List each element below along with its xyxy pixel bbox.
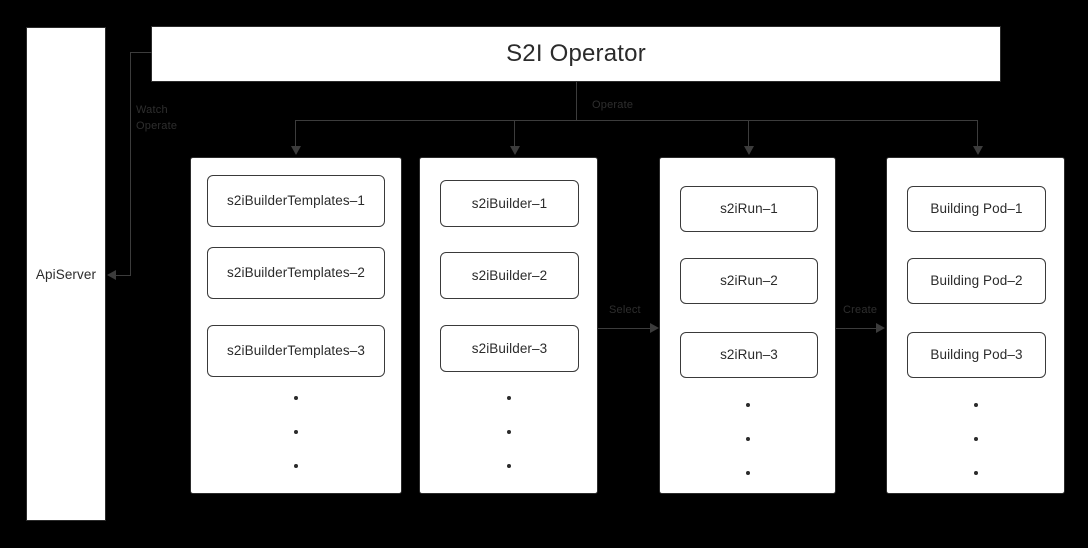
edge-watch-operate-arrowhead-icon [107, 270, 116, 280]
ellipsis-s2irun [660, 403, 835, 475]
card-building-pod-3[interactable]: Building Pod–3 [907, 332, 1046, 378]
ellipsis-dot [973, 437, 978, 441]
ellipsis-dot [745, 471, 750, 475]
ellipsis-dot [973, 471, 978, 475]
edge-operate-branch-1 [295, 120, 296, 147]
ellipsis-dot [973, 403, 978, 407]
edge-operate-stem [576, 82, 577, 121]
ellipsis-s2ibuildertemplates [191, 396, 401, 468]
edge-operate-arrowhead-2-icon [510, 146, 520, 155]
edge-operate-branch-2 [514, 120, 515, 147]
card-s2irun-2[interactable]: s2iRun–2 [680, 258, 818, 304]
ellipsis-building-pod [887, 403, 1064, 475]
group-s2irun[interactable]: s2iRun–1 s2iRun–2 s2iRun–3 [659, 157, 836, 494]
edge-watch-operate-vertical-segment [130, 52, 131, 275]
edge-watch-operate-top-segment [130, 52, 152, 53]
edge-operate-branch-4 [977, 120, 978, 147]
card-s2ibuildertemplates-1[interactable]: s2iBuilderTemplates–1 [207, 175, 385, 227]
edge-operate-arrowhead-4-icon [973, 146, 983, 155]
edge-operate-branch-3 [748, 120, 749, 147]
edge-label-select: Select [609, 304, 641, 316]
edge-label-operate: Operate [592, 99, 634, 111]
node-s2i-operator[interactable]: S2I Operator [151, 26, 1001, 82]
ellipsis-dot [506, 396, 511, 400]
card-building-pod-2[interactable]: Building Pod–2 [907, 258, 1046, 304]
ellipsis-dot [294, 430, 298, 434]
ellipsis-s2ibuilder [420, 396, 597, 468]
s2i-operator-title: S2I Operator [506, 40, 646, 67]
edge-label-create: Create [843, 304, 878, 316]
group-s2ibuilder[interactable]: s2iBuilder–1 s2iBuilder–2 s2iBuilder–3 [419, 157, 598, 494]
card-s2ibuilder-2[interactable]: s2iBuilder–2 [440, 252, 579, 299]
ellipsis-dot [294, 464, 298, 468]
card-s2ibuilder-3[interactable]: s2iBuilder–3 [440, 325, 579, 372]
edge-operate-arrowhead-1-icon [291, 146, 301, 155]
apiserver-label: ApiServer [35, 266, 97, 282]
card-s2ibuildertemplates-2[interactable]: s2iBuilderTemplates–2 [207, 247, 385, 299]
card-s2irun-1[interactable]: s2iRun–1 [680, 186, 818, 232]
edge-operate-distribution-bar [295, 120, 977, 121]
ellipsis-dot [745, 437, 750, 441]
card-building-pod-1[interactable]: Building Pod–1 [907, 186, 1046, 232]
edge-label-watch-operate: Watch Operate [136, 104, 178, 132]
group-building-pod[interactable]: Building Pod–1 Building Pod–2 Building P… [886, 157, 1065, 494]
card-s2ibuilder-1[interactable]: s2iBuilder–1 [440, 180, 579, 227]
ellipsis-dot [506, 430, 511, 434]
card-s2irun-3[interactable]: s2iRun–3 [680, 332, 818, 378]
edge-select-arrowhead-icon [650, 323, 659, 333]
card-s2ibuildertemplates-3[interactable]: s2iBuilderTemplates–3 [207, 325, 385, 377]
edge-create-line [836, 328, 878, 329]
edge-operate-arrowhead-3-icon [744, 146, 754, 155]
ellipsis-dot [506, 464, 511, 468]
edge-watch-operate-bottom-segment [113, 275, 131, 276]
group-s2ibuildertemplates[interactable]: s2iBuilderTemplates–1 s2iBuilderTemplate… [190, 157, 402, 494]
edge-select-line [598, 328, 652, 329]
ellipsis-dot [294, 396, 298, 400]
edge-create-arrowhead-icon [876, 323, 885, 333]
ellipsis-dot [745, 403, 750, 407]
node-apiserver[interactable]: ApiServer [26, 27, 106, 521]
